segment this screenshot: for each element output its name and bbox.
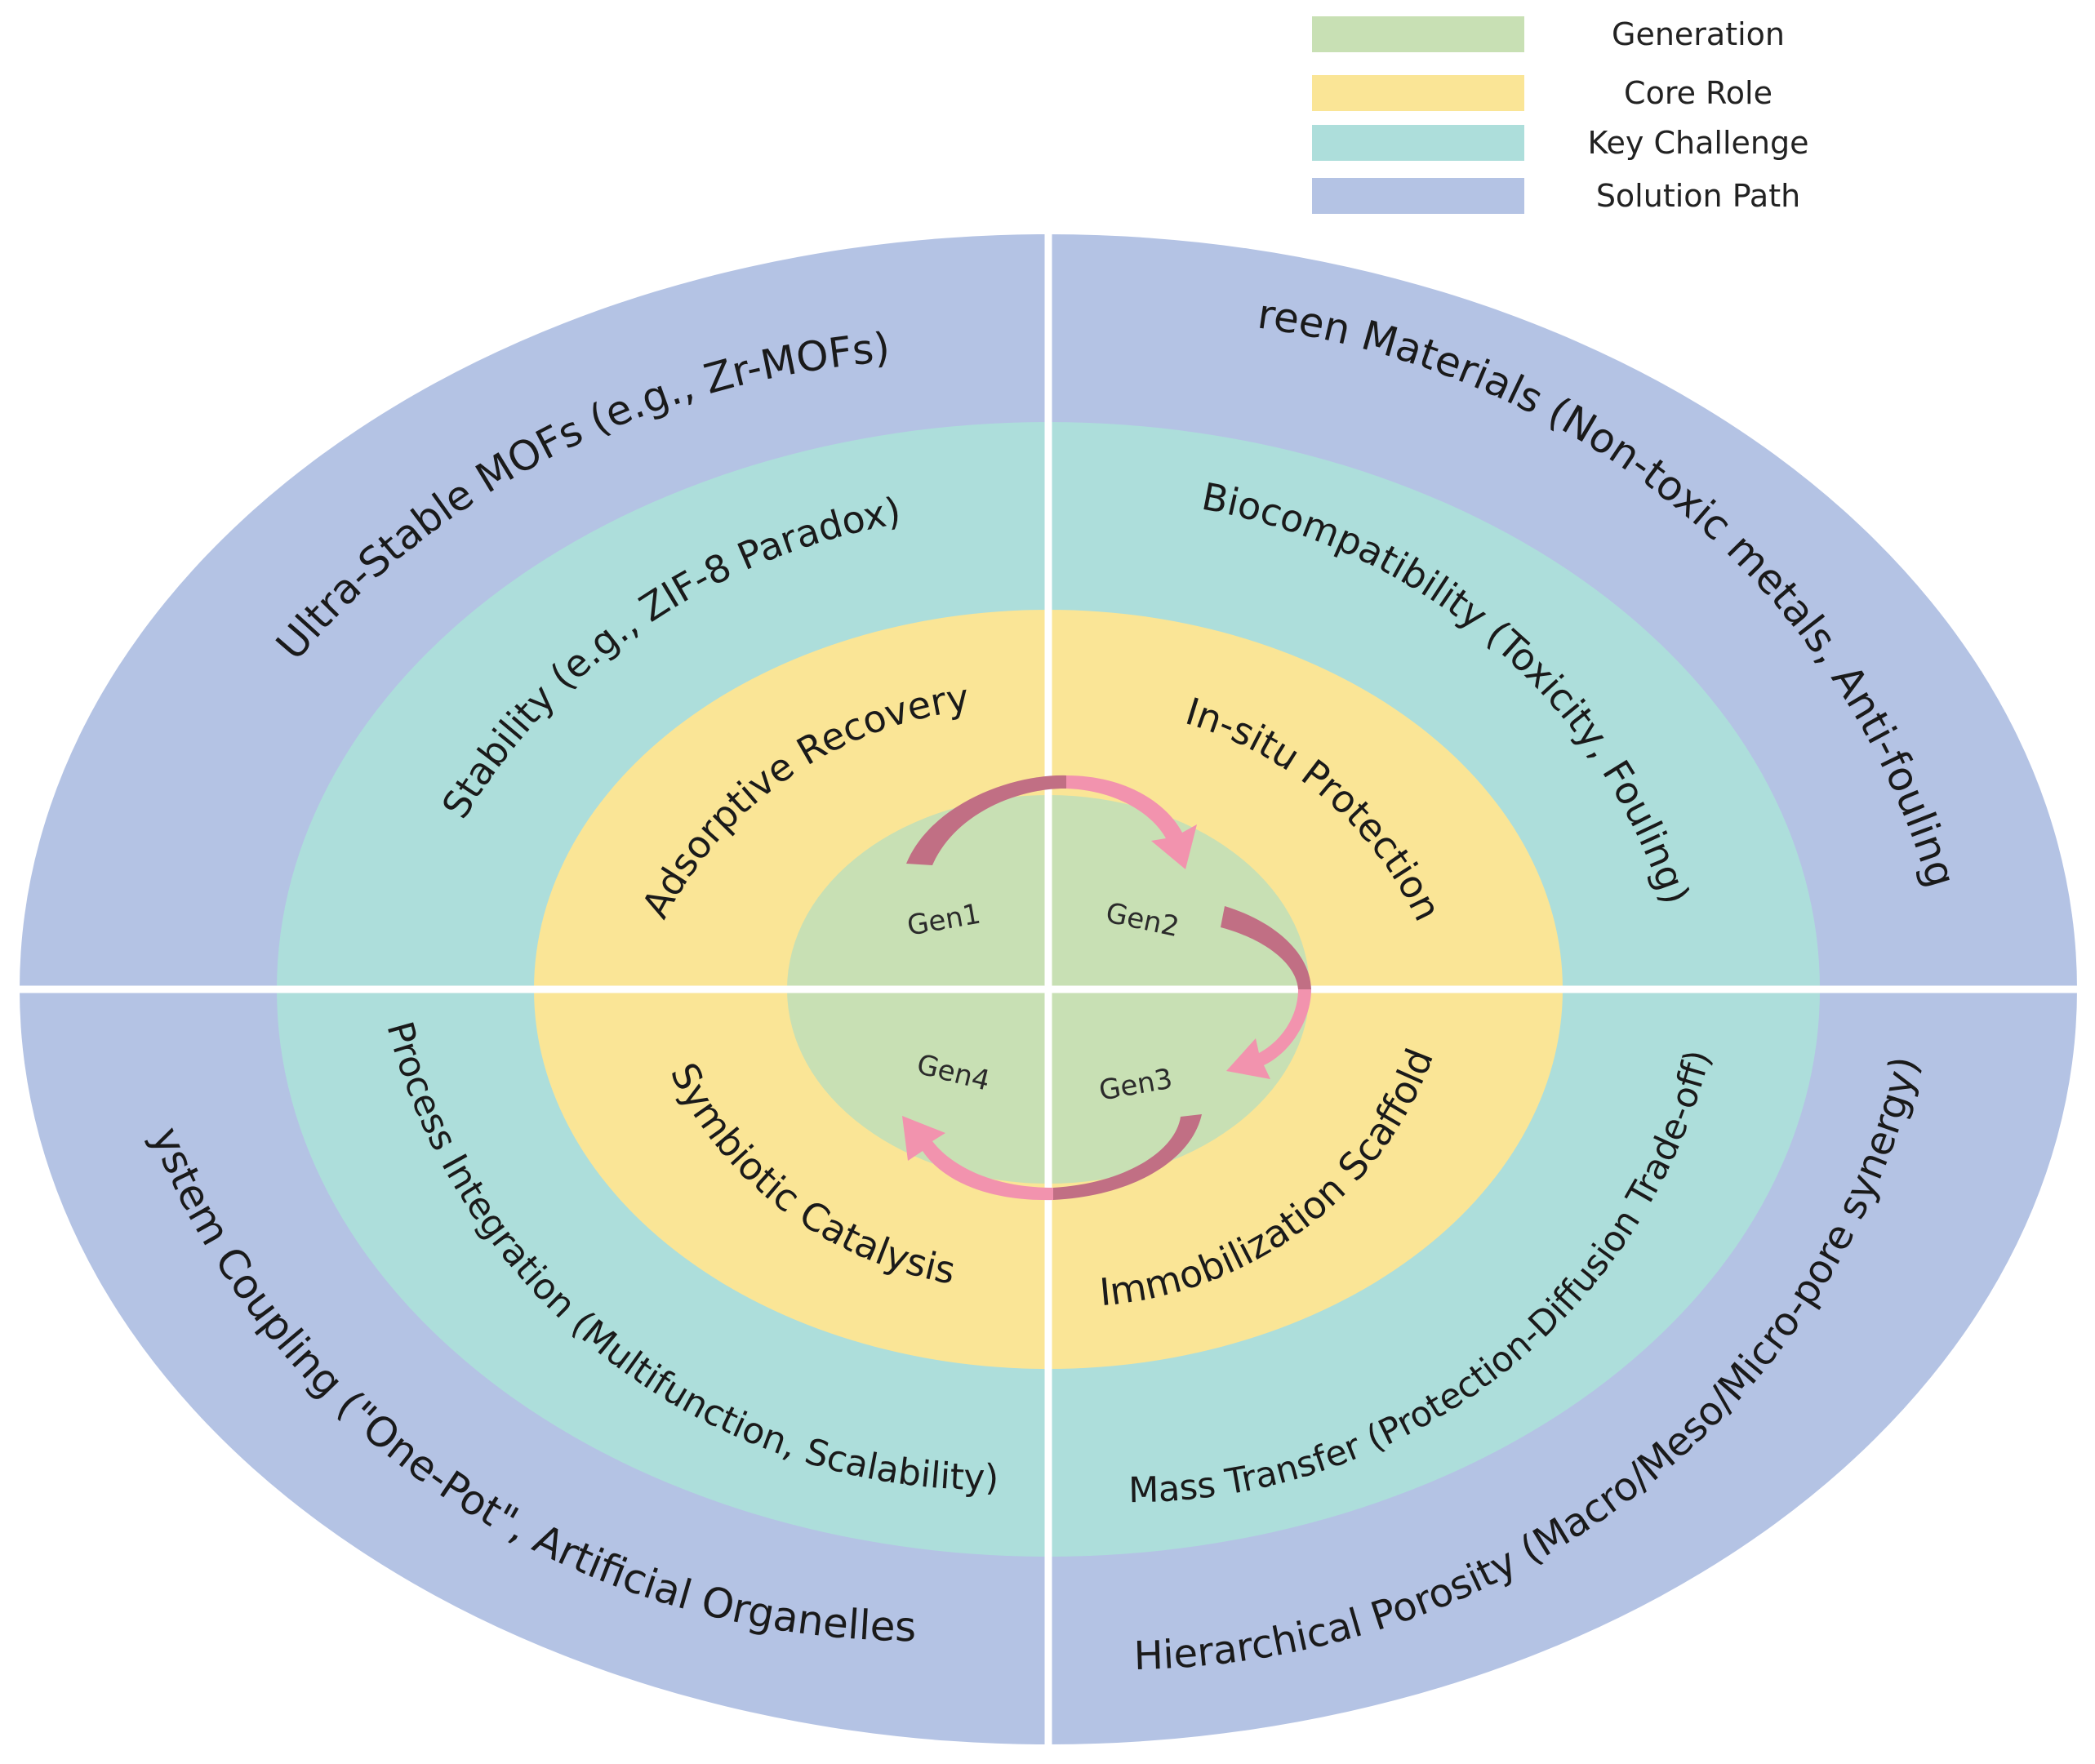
legend-item: Core Role [1312, 75, 1773, 111]
legend-swatch [1312, 16, 1524, 52]
rings [8, 233, 2088, 1747]
legend-swatch [1312, 125, 1524, 161]
legend-swatch [1312, 178, 1524, 214]
legend-swatch [1312, 75, 1524, 111]
legend-item: Generation [1312, 16, 1785, 52]
arrow-gen1-to-gen2 [906, 775, 1197, 869]
legend-label: Generation [1612, 16, 1785, 52]
legend-item: Solution Path [1312, 178, 1800, 214]
arrow-gen2-to-gen3 [1221, 906, 1311, 1079]
legend-label: Core Role [1624, 75, 1773, 111]
arrow-gen3-to-gen4 [902, 1114, 1202, 1201]
legend-item: Key Challenge [1312, 125, 1808, 161]
legend-label: Key Challenge [1588, 125, 1809, 161]
legend-label: Solution Path [1596, 178, 1800, 214]
cycle-arrows [902, 775, 1311, 1201]
